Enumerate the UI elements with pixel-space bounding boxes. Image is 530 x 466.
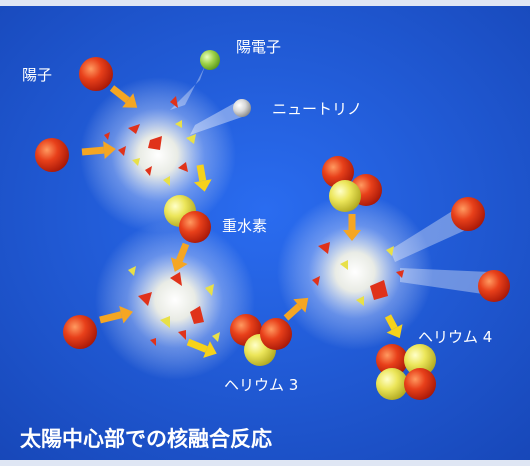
- reaction-glow-3: [277, 194, 433, 350]
- proton-1: [79, 57, 113, 91]
- positron-particle: [200, 50, 220, 70]
- arrow-proton-1: [109, 85, 138, 108]
- helium3-incoming: [322, 156, 382, 212]
- arrows: [81, 85, 403, 358]
- proton-trail-1: [390, 205, 470, 262]
- debris-2: [128, 266, 220, 346]
- arrow-to-helium3: [186, 338, 217, 358]
- label-helium3: ヘリウム 3: [224, 376, 298, 394]
- arrow-to-deuterium: [193, 164, 212, 192]
- helium4-particle: [376, 344, 436, 400]
- proton-2: [35, 138, 69, 172]
- arrow-helium3-up: [283, 297, 309, 321]
- label-proton: 陽子: [22, 66, 52, 84]
- arrow-helium3-down: [343, 214, 361, 241]
- proton-trail-2: [400, 268, 490, 295]
- label-deuterium: 重水素: [222, 217, 267, 235]
- neutrino-trail: [190, 100, 245, 135]
- arrow-proton-2: [81, 141, 116, 160]
- label-helium4: ヘリウム 4: [418, 328, 492, 346]
- reaction-glow-2: [95, 220, 255, 380]
- reaction-glow-1: [80, 77, 236, 233]
- arrow-to-helium4: [384, 314, 403, 339]
- diagram-caption: 太陽中心部での核融合反応: [20, 427, 272, 451]
- proton-out-1: [451, 197, 485, 231]
- deuterium-particle: [164, 195, 211, 243]
- label-neutrino: ニュートリノ: [272, 100, 362, 118]
- helium3-particle: [230, 314, 292, 366]
- neutrino-particle: [233, 99, 251, 117]
- arrow-deuterium-down: [170, 242, 190, 272]
- label-positron: 陽電子: [236, 38, 281, 56]
- debris-1: [104, 96, 196, 186]
- proton-out-2: [478, 270, 510, 302]
- proton-3: [63, 315, 97, 349]
- arrow-proton-3: [99, 305, 133, 324]
- debris-3: [312, 242, 404, 306]
